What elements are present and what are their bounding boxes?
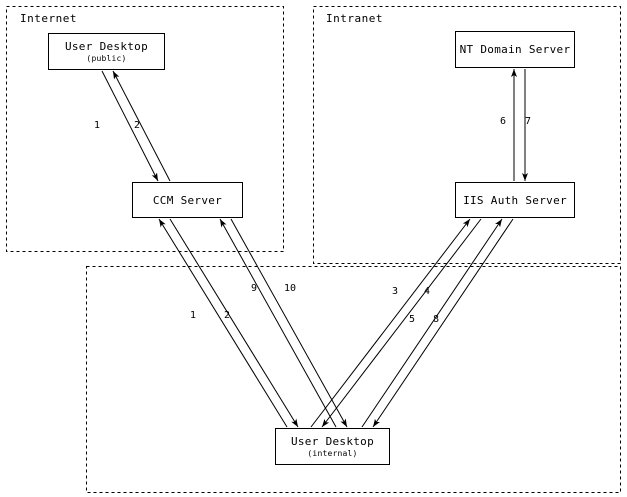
edge-line-e9-internal-to-ccm (219, 218, 337, 428)
edge-label-e1-public-to-ccm: 1 (94, 120, 101, 131)
edge-label-e7-nt-to-iis: 7 (525, 116, 532, 127)
node-user-desktop-internal[interactable]: User Desktop(internal) (275, 428, 390, 465)
node-iis-auth-server[interactable]: IIS Auth Server (455, 182, 575, 218)
edge-label-e1b-internal-to-ccm: 1 (190, 310, 197, 321)
edge-label-e2b-ccm-to-internal: 2 (224, 310, 231, 321)
edge-line-e1b-internal-to-ccm (158, 218, 288, 428)
zone-boundary-internal (86, 266, 621, 493)
edge-line-e2-ccm-to-public (112, 70, 171, 182)
node-subtitle-user-desktop-public: (public) (86, 53, 127, 63)
zone-label-internet: Internet (20, 12, 77, 25)
edge-line-e2b-ccm-to-internal (169, 218, 299, 428)
zone-label-intranet: Intranet (326, 12, 383, 25)
node-ccm-server[interactable]: CCM Server (132, 182, 243, 218)
node-title-ccm-server: CCM Server (152, 193, 223, 207)
node-title-iis-auth-server: IIS Auth Server (463, 193, 567, 207)
node-user-desktop-public[interactable]: User Desktop(public) (48, 33, 165, 70)
zone-boundaries (6, 6, 621, 493)
edge-line-e10-ccm-to-internal (230, 218, 348, 428)
edge-line-e3-internal-to-iis (310, 218, 471, 428)
edge-label-e9-internal-to-ccm: 9 (251, 283, 258, 294)
node-title-user-desktop-internal: User Desktop (290, 434, 375, 448)
node-nt-domain-server[interactable]: NT Domain Server (455, 31, 575, 68)
edge-line-e4-iis-to-internal (321, 218, 482, 428)
edge-label-e8-iis-to-internal: 8 (433, 314, 440, 325)
edge-lines (101, 69, 528, 428)
node-subtitle-user-desktop-internal: (internal) (307, 448, 358, 458)
node-title-nt-domain-server: NT Domain Server (459, 43, 571, 56)
edge-label-e5-internal-to-iis: 5 (409, 314, 416, 325)
edge-line-e1-public-to-ccm (101, 70, 159, 182)
edge-line-e5-internal-to-iis (361, 218, 503, 428)
zone-boundary-internet (6, 6, 284, 252)
edge-line-e8-iis-to-internal (372, 218, 514, 428)
node-title-user-desktop-public: User Desktop (64, 39, 149, 53)
edge-label-e6-iis-to-nt: 6 (500, 116, 507, 127)
edge-label-e3-internal-to-iis: 3 (392, 286, 399, 297)
edge-label-e2-ccm-to-public: 2 (134, 120, 141, 131)
edge-label-e4-iis-to-internal: 4 (424, 286, 431, 297)
edge-label-e10-ccm-to-internal: 10 (284, 283, 297, 294)
